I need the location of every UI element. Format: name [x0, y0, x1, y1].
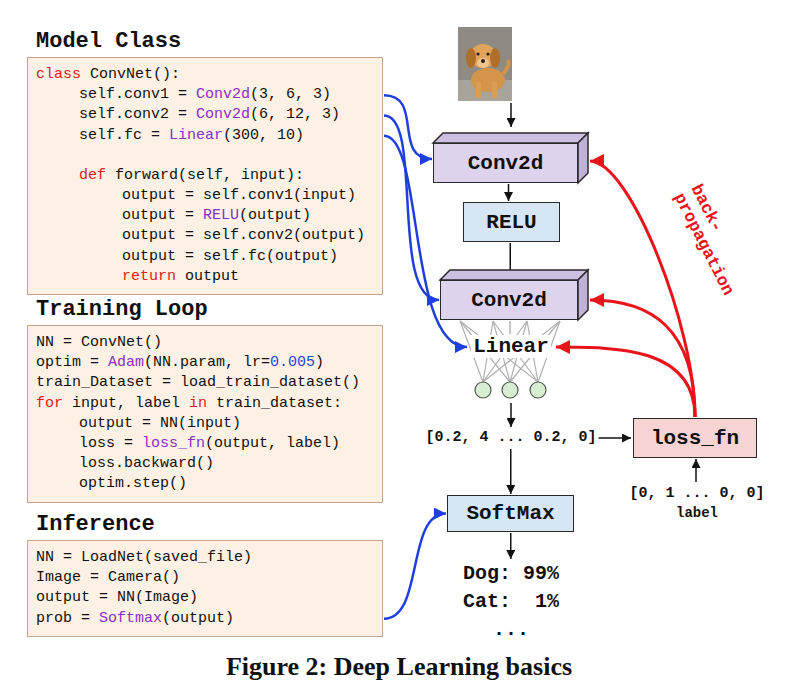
- code-line: def forward(self, input):: [79, 166, 304, 186]
- softmax-box: SoftMax: [447, 495, 574, 532]
- value-text: label: [629, 504, 764, 522]
- code-line: Image = Camera(): [36, 568, 180, 588]
- value-text: ...: [463, 616, 559, 644]
- code-line: output = self.conv1(input): [122, 186, 356, 206]
- layer-box: Conv2d: [440, 280, 578, 320]
- code-line: output = RELU(output): [122, 206, 311, 226]
- code-link-arrow: [384, 95, 432, 159]
- code-line: loss.backward(): [79, 454, 214, 474]
- dog-photo: [458, 27, 512, 101]
- input-arrow: [510, 103, 512, 127]
- edge-label: back-propagation: [670, 181, 755, 298]
- code-line: class ConvNet():: [36, 65, 180, 85]
- value-text: [0, 1 ... 0, 0]: [629, 483, 764, 504]
- code-line: self.conv2 = Conv2d(6, 12, 3): [79, 105, 340, 125]
- section-heading: Model Class: [36, 31, 181, 53]
- value-text: Cat: 1%: [463, 588, 559, 616]
- activation-box: RELU: [463, 202, 560, 242]
- flow-arrow: [508, 184, 510, 201]
- prediction-list: Dog: 99%Cat: 1%...: [463, 560, 559, 644]
- dense-layer: Linear: [468, 335, 554, 402]
- code-line: output = NN(Image): [36, 588, 198, 608]
- code-line: self.fc = Linear(300, 10): [79, 126, 304, 146]
- box-side-face: [578, 270, 588, 320]
- flow-arrow: [510, 403, 512, 427]
- section-heading: Inference: [36, 514, 155, 536]
- figure-caption: Figure 2: Deep Learning basics: [0, 652, 798, 682]
- layer-box: Conv2d: [433, 143, 578, 183]
- code-link-arrow: [384, 116, 439, 300]
- code-line: train_Dataset = load_train_dataset(): [36, 373, 360, 393]
- neuron-circles: [475, 382, 546, 398]
- code-link-arrow: [384, 514, 446, 619]
- box-side-face: [578, 133, 588, 183]
- box-label: RELU: [486, 211, 536, 234]
- flow-arrow: [510, 533, 512, 559]
- flow-arrow: [599, 437, 631, 439]
- flow-arrow: [695, 459, 697, 482]
- flow-arrow: [509, 321, 511, 334]
- code-line: optim.step(): [79, 474, 187, 494]
- code-panel: Training LoopNN = ConvNet()optim = Adam(…: [27, 325, 383, 503]
- loss-box: loss_fn: [633, 418, 757, 458]
- dense-fan-lines: [460, 321, 560, 382]
- code-line: output = self.fc(output): [122, 247, 338, 267]
- box-label: SoftMax: [466, 502, 554, 525]
- code-line: self.conv1 = Conv2d(3, 6, 3): [79, 85, 331, 105]
- code-panel: InferenceNN = LoadNet(saved_file)Image =…: [27, 540, 383, 637]
- value-text: Linear: [471, 335, 551, 358]
- label-vector: [0, 1 ... 0, 0]label: [629, 483, 764, 522]
- box-label: Conv2d: [471, 289, 547, 312]
- box-top-face: [433, 133, 588, 143]
- box-top-face: [440, 270, 588, 280]
- section-heading: Training Loop: [36, 299, 208, 321]
- code-line: optim = Adam(NN.param, lr=0.005): [36, 353, 324, 373]
- code-panel: Model Classclass ConvNet():self.conv1 = …: [27, 57, 383, 295]
- code-line: for input, label in train_dataset:: [36, 394, 342, 414]
- output-vector: [0.2, 4 ... 0.2, 0]: [425, 428, 596, 448]
- code-line: output = self.conv2(output): [122, 226, 365, 246]
- value-text: Dog: 99%: [463, 560, 559, 588]
- code-line: NN = ConvNet(): [36, 333, 162, 353]
- code-line: output = NN(input): [79, 414, 241, 434]
- flow-arrow: [510, 449, 512, 494]
- value-text: [0.2, 4 ... 0.2, 0]: [425, 428, 596, 448]
- code-line: NN = LoadNet(saved_file): [36, 548, 252, 568]
- box-label: Conv2d: [468, 152, 544, 175]
- box-label: loss_fn: [651, 427, 739, 450]
- code-line: loss = loss_fn(output, label): [79, 434, 340, 454]
- backprop-arrow: [556, 347, 695, 417]
- code-line: return output: [122, 267, 239, 287]
- code-line: prob = Softmax(output): [36, 609, 234, 629]
